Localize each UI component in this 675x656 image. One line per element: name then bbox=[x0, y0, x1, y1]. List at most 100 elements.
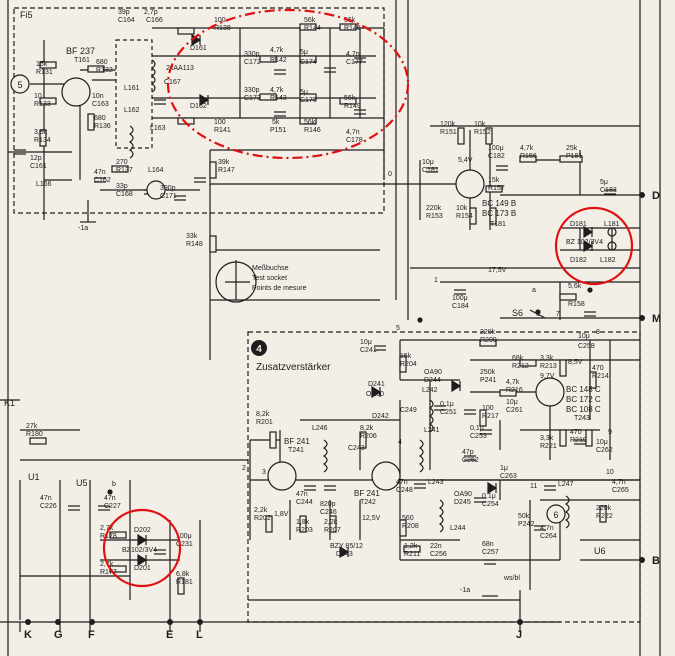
label-d181: D181 bbox=[570, 221, 587, 228]
label-r149v: 56k bbox=[344, 95, 356, 102]
label-c184: C184 bbox=[452, 303, 469, 310]
label-c254v: 0,1μ bbox=[482, 493, 496, 500]
label-c227v: 47n bbox=[104, 495, 116, 502]
label-r177: R177 bbox=[100, 569, 117, 576]
resistor-2 bbox=[39, 129, 47, 147]
resistor-17 bbox=[209, 235, 217, 253]
label-r201: R201 bbox=[256, 419, 273, 426]
resistor-11 bbox=[259, 55, 277, 63]
label-c177v: 4,7n bbox=[346, 51, 360, 58]
label-c161v: 12p bbox=[30, 155, 42, 162]
resistor-1 bbox=[39, 97, 57, 105]
label-p242v: 50k bbox=[518, 513, 530, 520]
resistor-0 bbox=[39, 61, 57, 69]
resistor-35 bbox=[269, 431, 277, 449]
label-d182: D182 bbox=[570, 257, 587, 264]
label-t161_ref: T161 bbox=[74, 57, 90, 64]
label-r180v: 27k bbox=[26, 423, 38, 430]
label-r222v: 220k bbox=[596, 505, 612, 512]
connector-dot-f bbox=[89, 619, 95, 625]
label-c256: C256 bbox=[430, 551, 447, 558]
coil-6 bbox=[564, 495, 570, 529]
resistor-32 bbox=[479, 409, 487, 427]
label-c253: C253 bbox=[470, 433, 487, 440]
label-r148v: 33k bbox=[186, 233, 198, 240]
label-c164: C164 bbox=[118, 17, 135, 24]
resistor-12 bbox=[259, 93, 277, 101]
label-r202v: 2,2k bbox=[254, 507, 268, 514]
label-r203: R203 bbox=[296, 527, 313, 534]
label-r158: R158 bbox=[568, 301, 585, 308]
highlight-d181-circle bbox=[554, 206, 634, 286]
label-c163v: 10n bbox=[92, 93, 104, 100]
label-u1: U1 bbox=[28, 472, 40, 482]
label-c243: C243 bbox=[348, 445, 365, 452]
resistor-9 bbox=[299, 93, 317, 101]
label-r156v: 4,7k bbox=[520, 145, 534, 152]
resistor-4 bbox=[87, 113, 95, 131]
label-r206v: 8,2k bbox=[360, 425, 374, 432]
diode-8 bbox=[137, 553, 148, 567]
label-v97: 9,7V bbox=[540, 373, 555, 380]
label-c264v: 4,7n bbox=[540, 525, 554, 532]
label-r143: R143 bbox=[270, 95, 287, 102]
label-c178v: 4,7n bbox=[346, 129, 360, 136]
node-circle-1 bbox=[546, 504, 566, 524]
resistor-29 bbox=[559, 359, 567, 377]
label-r151: R151 bbox=[440, 129, 457, 136]
label-c176: C176 bbox=[300, 97, 317, 104]
label-r216: R216 bbox=[506, 387, 523, 394]
resistor-25 bbox=[559, 293, 577, 301]
label-t241: T241 bbox=[288, 447, 304, 454]
label-c166: C166 bbox=[146, 17, 163, 24]
label-n5: 5 bbox=[396, 325, 400, 332]
label-c252: C252 bbox=[462, 457, 479, 464]
label-c168: C168 bbox=[116, 191, 133, 198]
label-nb: b bbox=[112, 481, 116, 488]
label-v85: 8,5V bbox=[568, 359, 583, 366]
label-zusatz: Zusatzverstärker bbox=[256, 362, 331, 373]
label-c173: C173 bbox=[244, 95, 261, 102]
label-circ5: 5 bbox=[17, 80, 22, 90]
label-oa90b: OA90 bbox=[424, 369, 442, 376]
red-highlights bbox=[102, 8, 634, 588]
section-4-number: 4 bbox=[256, 344, 262, 355]
diode-9 bbox=[339, 545, 350, 559]
connector-dot-m bbox=[639, 315, 645, 321]
label-r133v: 10 bbox=[34, 93, 42, 100]
resistor-34 bbox=[585, 429, 593, 447]
resistor-5 bbox=[177, 27, 195, 35]
transistor-4 bbox=[371, 461, 401, 491]
test-socket-symbol bbox=[215, 261, 257, 303]
label-r158v: 5,6k bbox=[568, 283, 582, 290]
label-test2: Test socket bbox=[252, 275, 287, 282]
label-c171v: 390p bbox=[160, 185, 176, 192]
label-minus1a: -1a bbox=[460, 587, 470, 594]
resistor-44 bbox=[109, 531, 127, 539]
label-c164v: 39p bbox=[118, 9, 130, 16]
label-r148: R148 bbox=[186, 241, 203, 248]
label-d241: D241 bbox=[368, 381, 385, 388]
connector-dot-b bbox=[639, 557, 645, 563]
label-c258: C258 bbox=[578, 343, 595, 350]
diode-6 bbox=[487, 481, 498, 495]
connector-label-d: D bbox=[652, 190, 660, 202]
label-r132v: 680 bbox=[96, 59, 108, 66]
label-c166v: 2,7p bbox=[144, 9, 158, 16]
label-c265v: 4,7n bbox=[612, 479, 626, 486]
label-c244v: 47n bbox=[296, 491, 308, 498]
label-c248v: 47n bbox=[396, 479, 408, 486]
lamp-l182 bbox=[607, 241, 617, 251]
label-n2: 2 bbox=[242, 465, 246, 472]
diode-7 bbox=[137, 533, 148, 547]
label-p241v: 250k bbox=[480, 369, 496, 376]
label-t241a: BF 241 bbox=[284, 437, 310, 446]
resistor-22 bbox=[485, 185, 503, 193]
label-r141: R141 bbox=[214, 127, 231, 134]
label-v175: 17,5V bbox=[488, 267, 507, 274]
resistor-33 bbox=[559, 429, 567, 447]
coil-4 bbox=[438, 499, 444, 533]
label-r154v: 10k bbox=[456, 205, 468, 212]
label-r203v: 1,8k bbox=[296, 519, 310, 526]
connector-label-m: M bbox=[652, 313, 661, 325]
